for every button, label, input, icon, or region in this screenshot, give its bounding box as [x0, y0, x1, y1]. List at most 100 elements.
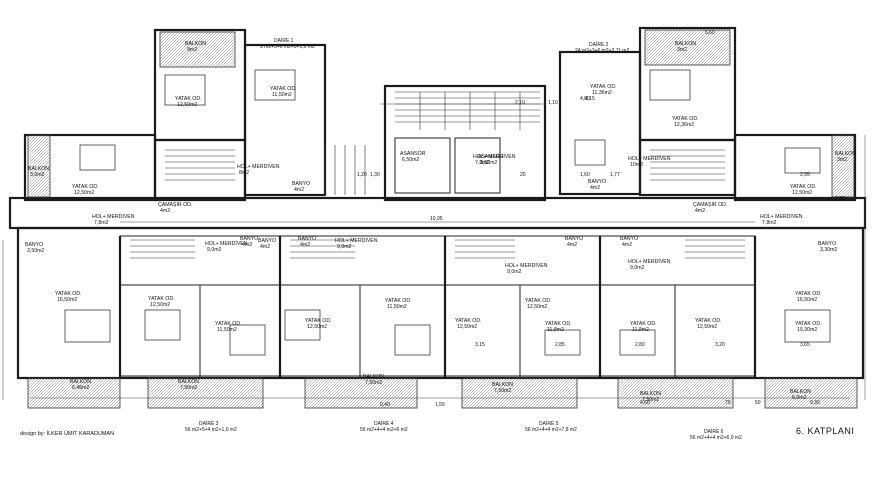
- room-area: 12,50m2: [74, 190, 94, 196]
- room-r50: YATAK OD.12,50m2: [525, 298, 552, 310]
- dimension-lines: [2, 103, 866, 400]
- room-area: 9,0m2: [337, 244, 352, 250]
- room-r44: YATAK OD.19,30m2: [795, 321, 822, 333]
- room-name: HOL+ MERDİVEN: [205, 240, 248, 247]
- room-name: YATAK OD.: [795, 321, 822, 327]
- sheet-title: 6. KATPLANI: [796, 426, 854, 436]
- room-area: 3,30m2: [820, 247, 837, 253]
- dimension-value: 1,77: [610, 172, 620, 178]
- room-name: YATAK OD.: [72, 184, 99, 190]
- room-r35: YATAK OD.11,8m2: [545, 321, 572, 333]
- dimension-value: 0,40: [380, 402, 390, 408]
- room-area: 7,50m2: [494, 388, 511, 394]
- dimension-value: 4,15: [585, 96, 595, 102]
- room-name: ÇAMAŞIR OD.: [693, 202, 727, 208]
- room-area: 4m2: [294, 187, 304, 193]
- room-area: 12,50m2: [177, 102, 197, 108]
- room-area: 12,50m2: [697, 324, 717, 330]
- stairs: [130, 91, 745, 259]
- room-name: HOL+ MERDİVEN: [92, 213, 135, 220]
- room-name: YATAK OD.: [175, 96, 202, 102]
- room-r7: YATAK OD.12,50m2: [72, 184, 99, 196]
- room-r30: YATAK OD.12,50m2: [305, 318, 332, 330]
- room-r3: YATAK OD.11,50m2: [270, 86, 297, 98]
- room-name: ÇAMAŞIR OD.: [158, 202, 192, 208]
- room-area: 11,8m2: [632, 327, 649, 333]
- unit-area-bottom_1: 56 m2+5+4 m2+1,0 m2: [185, 427, 237, 433]
- room-name: HOL+ MERDİVEN: [335, 237, 378, 244]
- room-area: 3,0m2: [30, 172, 45, 178]
- room-name: HOL+ MERDİVEN: [505, 262, 548, 269]
- unit-area-bottom_2: 56 m2+4+4 m2+6 m2: [360, 427, 408, 433]
- dimension-value: 4,60: [640, 400, 650, 406]
- room-name: YATAK OD.: [695, 318, 722, 324]
- unit-area-bottom_4: 56 m2+4+4 m2+6,0 m2: [690, 435, 742, 441]
- room-area: 4m2: [242, 242, 252, 248]
- dimension-value: 70: [725, 400, 731, 406]
- room-name: BALKON: [185, 41, 206, 47]
- room-r41: YATAK OD.12,50m2: [695, 318, 722, 330]
- room-area: 12,50m2: [150, 302, 170, 308]
- unit-name-bottom_2: DAİRE 4: [374, 420, 394, 427]
- room-name: HOL+ MERDİVEN: [760, 213, 803, 220]
- room-r11: YATAK OD.12,36m2: [672, 116, 699, 128]
- room-area: 3,50m2: [27, 248, 44, 254]
- room-area: 12,50m2: [792, 190, 812, 196]
- unit-name-top_right: DAİRE 2: [589, 41, 609, 48]
- room-area: 6,50m2: [402, 157, 419, 163]
- room-r28: YATAK OD.11,50m2: [385, 298, 412, 310]
- balconies: [27, 29, 858, 409]
- unit-name-top_left: DAİRE 1: [274, 37, 294, 44]
- room-name: YATAK OD.: [270, 86, 297, 92]
- building-walls: [8, 26, 867, 380]
- room-area: 4m2: [590, 185, 600, 191]
- room-area: 8m2: [239, 170, 249, 176]
- room-r23: YATAK OD.12,50m2: [148, 296, 175, 308]
- dimension-value: 10,95: [430, 216, 443, 222]
- room-area: 16,50m2: [797, 297, 817, 303]
- room-area: 4m2: [160, 208, 170, 214]
- room-name: YATAK OD.: [385, 298, 412, 304]
- room-area: 11,50m2: [217, 327, 237, 333]
- room-area: 12,50m2: [457, 324, 477, 330]
- room-area: 6,0m2: [792, 395, 807, 401]
- room-name: BALKON: [640, 391, 661, 397]
- room-name: BALKON: [28, 166, 49, 172]
- room-r2: YATAK OD.12,50m2: [175, 96, 202, 108]
- unit-name-bottom_3: DAİRE 5: [539, 420, 559, 427]
- room-r15: YATAK OD.12,50m2: [790, 184, 817, 196]
- room-name: BALKON: [492, 382, 513, 388]
- dimension-value: 1,30: [370, 172, 380, 178]
- dimension-value: 9,30: [810, 400, 820, 406]
- room-area: 19,30m2: [797, 327, 817, 333]
- room-name: YATAK OD.: [672, 116, 699, 122]
- room-area: 11,8m2: [547, 327, 564, 333]
- room-area: 9,0m2: [630, 265, 645, 271]
- designer-credit: design by: İLKER ÜMİT KARADUMAN: [20, 430, 114, 437]
- room-r46: ÇAMAŞIR OD.4m2: [158, 202, 192, 214]
- room-name: BANYO: [25, 242, 43, 248]
- dimension-value: 2,85: [555, 342, 565, 348]
- room-name: ASANSÖR: [400, 150, 426, 157]
- room-r38: YATAK OD.11,8m2: [630, 321, 657, 333]
- room-name: YATAK OD.: [545, 321, 572, 327]
- room-name: BALKON: [178, 379, 199, 385]
- room-area: 7,50m2: [365, 380, 382, 386]
- room-name: BALKON: [790, 389, 811, 395]
- room-area: 7,8m2: [475, 160, 490, 166]
